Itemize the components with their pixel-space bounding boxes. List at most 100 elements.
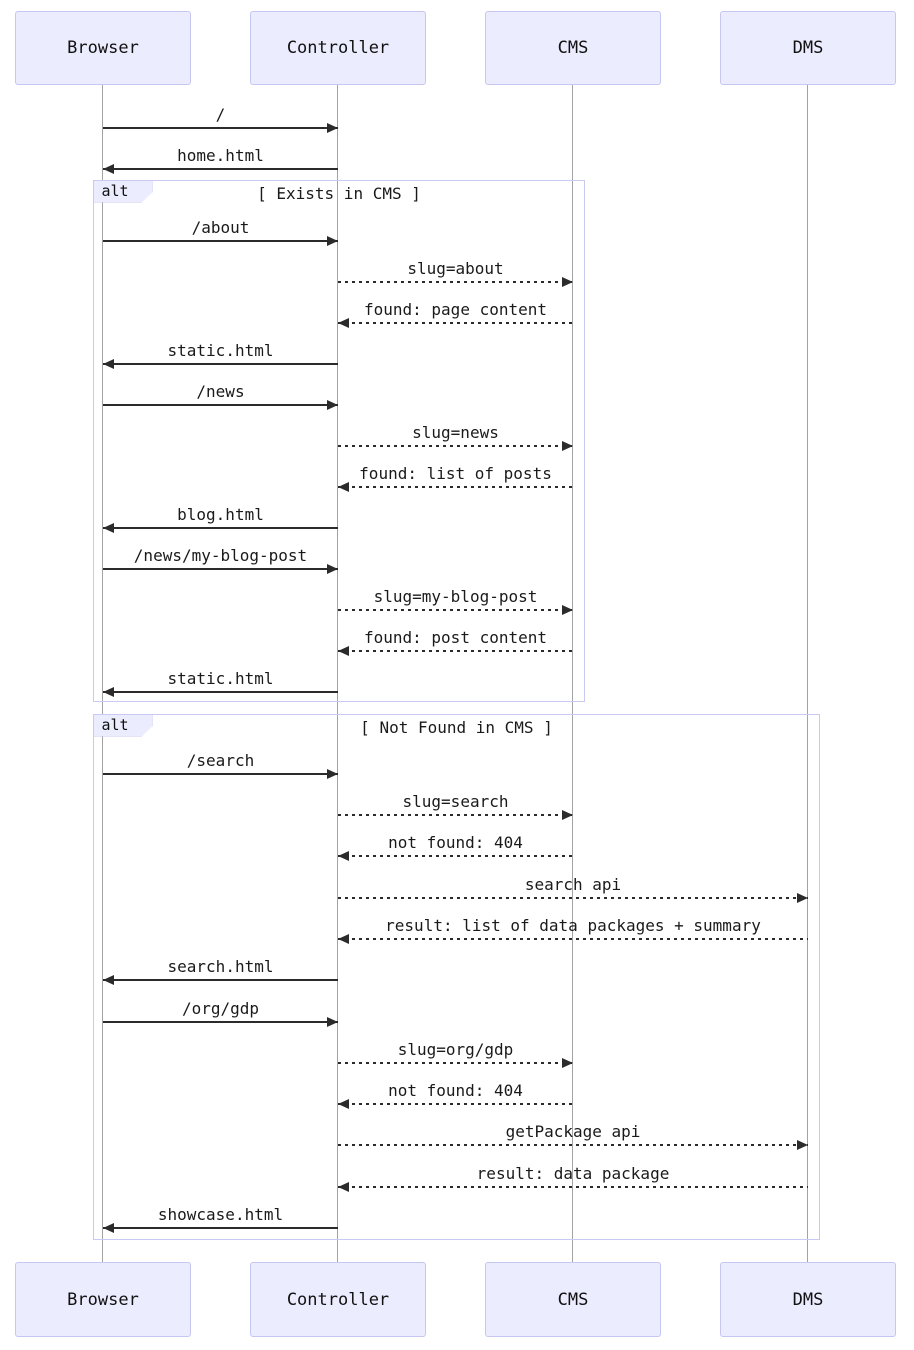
arrowhead-left-icon xyxy=(103,975,114,985)
arrowhead-left-icon xyxy=(338,482,349,492)
arrowhead-right-icon xyxy=(562,605,573,615)
arrowhead-right-icon xyxy=(562,277,573,287)
arrowhead-left-icon xyxy=(103,1223,114,1233)
arrowhead-left-icon xyxy=(338,851,349,861)
participant-box-browser-top: Browser xyxy=(15,11,191,85)
message-label: result: list of data packages + summary xyxy=(385,916,761,935)
lifeline-controller xyxy=(337,85,338,1262)
message-label: result: data package xyxy=(476,1164,670,1183)
message-label: search api xyxy=(524,875,622,894)
message-search-html: search.html xyxy=(103,957,338,985)
participant-box-controller-bottom: Controller xyxy=(250,1262,426,1337)
alt-fragment-exists-in-cms: alt [ Exists in CMS ] xyxy=(92,179,585,702)
message-label: found: page content xyxy=(363,300,548,319)
alt-operator-label: alt xyxy=(92,179,153,203)
participant-label: CMS xyxy=(557,1289,589,1310)
participant-box-dms-bottom: DMS xyxy=(720,1262,896,1337)
message-root: / xyxy=(103,105,338,133)
lifeline-dms xyxy=(807,85,808,1262)
arrowhead-right-icon xyxy=(327,769,338,779)
alt-guard-label: [ Exists in CMS ] xyxy=(257,184,421,203)
message-found-post: found: post content xyxy=(338,628,573,656)
arrowhead-left-icon xyxy=(338,318,349,328)
message-blog-html: blog.html xyxy=(103,506,338,533)
message-label: found: list of posts xyxy=(359,464,552,483)
message-label: / xyxy=(215,105,226,124)
alt-operator-label: alt xyxy=(92,713,153,737)
message-label: found: post content xyxy=(363,628,548,647)
arrowhead-right-icon xyxy=(797,1140,808,1150)
participant-box-dms-top: DMS xyxy=(720,11,896,85)
alt-guard-label: [ Not Found in CMS ] xyxy=(360,718,553,737)
arrowhead-right-icon xyxy=(327,123,338,133)
message-label: slug=about xyxy=(407,259,504,278)
message-label: /about xyxy=(191,218,250,237)
message-label: slug=search xyxy=(402,792,509,811)
message-label: getPackage api xyxy=(505,1122,641,1141)
message-label: static.html xyxy=(167,341,274,360)
message-slug-org-gdp: slug=org/gdp xyxy=(338,1040,573,1068)
message-label: slug=my-blog-post xyxy=(373,587,538,606)
message-slug-news: slug=news xyxy=(338,423,573,451)
message-not-found-1: not found: 404 xyxy=(338,833,573,861)
message-static-html-2: static.html xyxy=(103,669,338,697)
message-label: slug=org/gdp xyxy=(397,1040,514,1059)
arrowhead-right-icon xyxy=(327,400,338,410)
message-label: showcase.html xyxy=(157,1205,284,1224)
participant-label: DMS xyxy=(792,38,824,58)
message-result-package: result: data package xyxy=(338,1164,808,1192)
participant-label: Browser xyxy=(67,38,139,58)
arrowhead-left-icon xyxy=(338,1182,349,1192)
message-label: not found: 404 xyxy=(388,833,523,852)
participant-label: Controller xyxy=(286,38,390,58)
arrowhead-right-icon xyxy=(327,564,338,574)
message-label: slug=news xyxy=(412,423,499,442)
participant-box-cms-bottom: CMS xyxy=(485,1262,661,1337)
arrowhead-left-icon xyxy=(103,359,114,369)
participant-label: DMS xyxy=(792,1289,824,1310)
arrowhead-left-icon xyxy=(338,646,349,656)
participant-label: CMS xyxy=(557,38,589,58)
message-label: static.html xyxy=(167,669,274,688)
message-label: /news xyxy=(196,382,245,401)
arrowhead-right-icon xyxy=(327,1017,338,1027)
lifeline-browser xyxy=(102,85,103,1262)
message-showcase-html: showcase.html xyxy=(103,1205,338,1233)
message-home-html: home.html xyxy=(103,147,338,174)
lifeline-cms xyxy=(572,85,573,1262)
arrowhead-right-icon xyxy=(562,1058,573,1068)
arrowhead-left-icon xyxy=(338,934,349,944)
message-label: /search xyxy=(186,751,255,770)
participant-label: Controller xyxy=(286,1289,390,1310)
message-found-posts: found: list of posts xyxy=(338,464,573,492)
arrowhead-right-icon xyxy=(797,893,808,903)
message-my-blog-post: /news/my-blog-post xyxy=(103,546,338,574)
message-label: /news/my-blog-post xyxy=(133,546,308,565)
arrowhead-right-icon xyxy=(327,236,338,246)
message-result-packages: result: list of data packages + summary xyxy=(338,916,808,944)
message-slug-search: slug=search xyxy=(338,792,573,820)
alt-fragment-not-found-in-cms: alt [ Not Found in CMS ] xyxy=(92,713,820,1240)
arrowhead-left-icon xyxy=(103,164,114,174)
message-label: search.html xyxy=(167,957,274,976)
arrowhead-right-icon xyxy=(562,441,573,451)
message-label: /org/gdp xyxy=(181,999,260,1018)
message-slug-my-blog-post: slug=my-blog-post xyxy=(338,587,573,615)
participant-box-cms-top: CMS xyxy=(485,11,661,85)
arrowhead-right-icon xyxy=(562,810,573,820)
arrowhead-left-icon xyxy=(103,687,114,697)
message-static-html-1: static.html xyxy=(103,341,338,369)
participant-box-browser-bottom: Browser xyxy=(15,1262,191,1337)
message-search-api: search api xyxy=(338,875,808,903)
participant-label: Browser xyxy=(67,1289,139,1310)
message-label: not found: 404 xyxy=(388,1081,523,1100)
message-search: /search xyxy=(103,751,338,779)
message-found-page: found: page content xyxy=(338,300,573,328)
arrowhead-left-icon xyxy=(103,523,114,533)
arrowhead-left-icon xyxy=(338,1099,349,1109)
message-org-gdp: /org/gdp xyxy=(103,999,338,1027)
message-not-found-2: not found: 404 xyxy=(338,1081,573,1109)
participant-box-controller-top: Controller xyxy=(250,11,426,85)
message-slug-about: slug=about xyxy=(338,259,573,287)
